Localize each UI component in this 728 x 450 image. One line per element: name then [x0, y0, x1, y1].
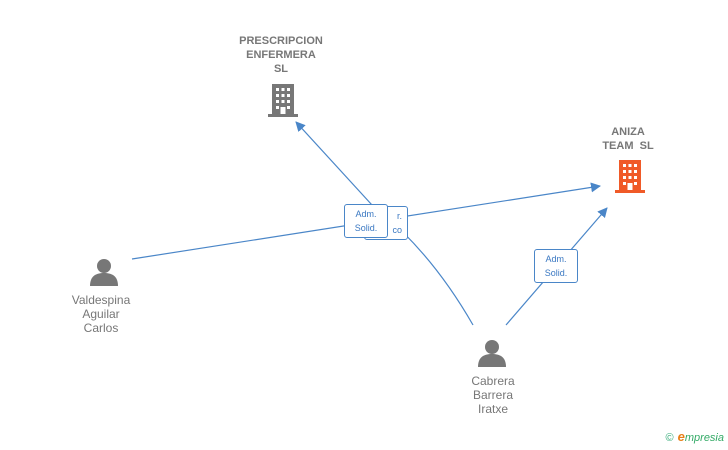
badge-line: Solid. — [354, 223, 378, 233]
company-label-aniza[interactable]: ANIZA TEAM SL — [588, 125, 668, 153]
label-line: Barrera — [472, 388, 513, 402]
badge-line: Solid. — [544, 268, 568, 278]
person-icon — [90, 259, 118, 286]
brand-name: mpresia — [684, 432, 724, 444]
label-line: SL — [273, 63, 289, 75]
label-line: ENFERMERA — [246, 49, 316, 61]
building-icon — [615, 160, 645, 193]
badge-line: r. — [396, 211, 402, 221]
label-line: Iratxe — [477, 402, 508, 416]
label-line: PRESCRIPCION — [239, 35, 323, 47]
person-icon — [478, 340, 506, 367]
label-line: TEAM SL — [602, 140, 654, 152]
brand-logo-e: e — [677, 429, 685, 444]
label-line: Carlos — [83, 321, 119, 335]
company-label-prescripcion[interactable]: PRESCRIPCION ENFERMERA SL — [221, 34, 341, 76]
person-label-valdespina[interactable]: Valdespina Aguilar Carlos — [56, 293, 146, 335]
edge-cabrera-to-prescripcion — [295, 121, 373, 206]
label-line: ANIZA — [611, 126, 645, 138]
edge-badge-adm-solid[interactable]: Adm. Solid. — [534, 249, 578, 283]
label-line: Cabrera — [471, 374, 515, 388]
copyright-icon: © — [665, 432, 674, 444]
building-icon — [268, 84, 298, 117]
badge-line: co — [392, 225, 402, 235]
label-line: Aguilar — [82, 307, 120, 321]
edge-badge-adm-solid[interactable]: Adm. Solid. — [344, 204, 388, 238]
person-label-cabrera[interactable]: Cabrera Barrera Iratxe — [448, 374, 538, 416]
label-line: Valdespina — [71, 293, 131, 307]
badge-line: Adm. — [545, 254, 567, 264]
empresia-watermark: ©empresia — [666, 429, 724, 444]
badge-line: Adm. — [355, 209, 377, 219]
